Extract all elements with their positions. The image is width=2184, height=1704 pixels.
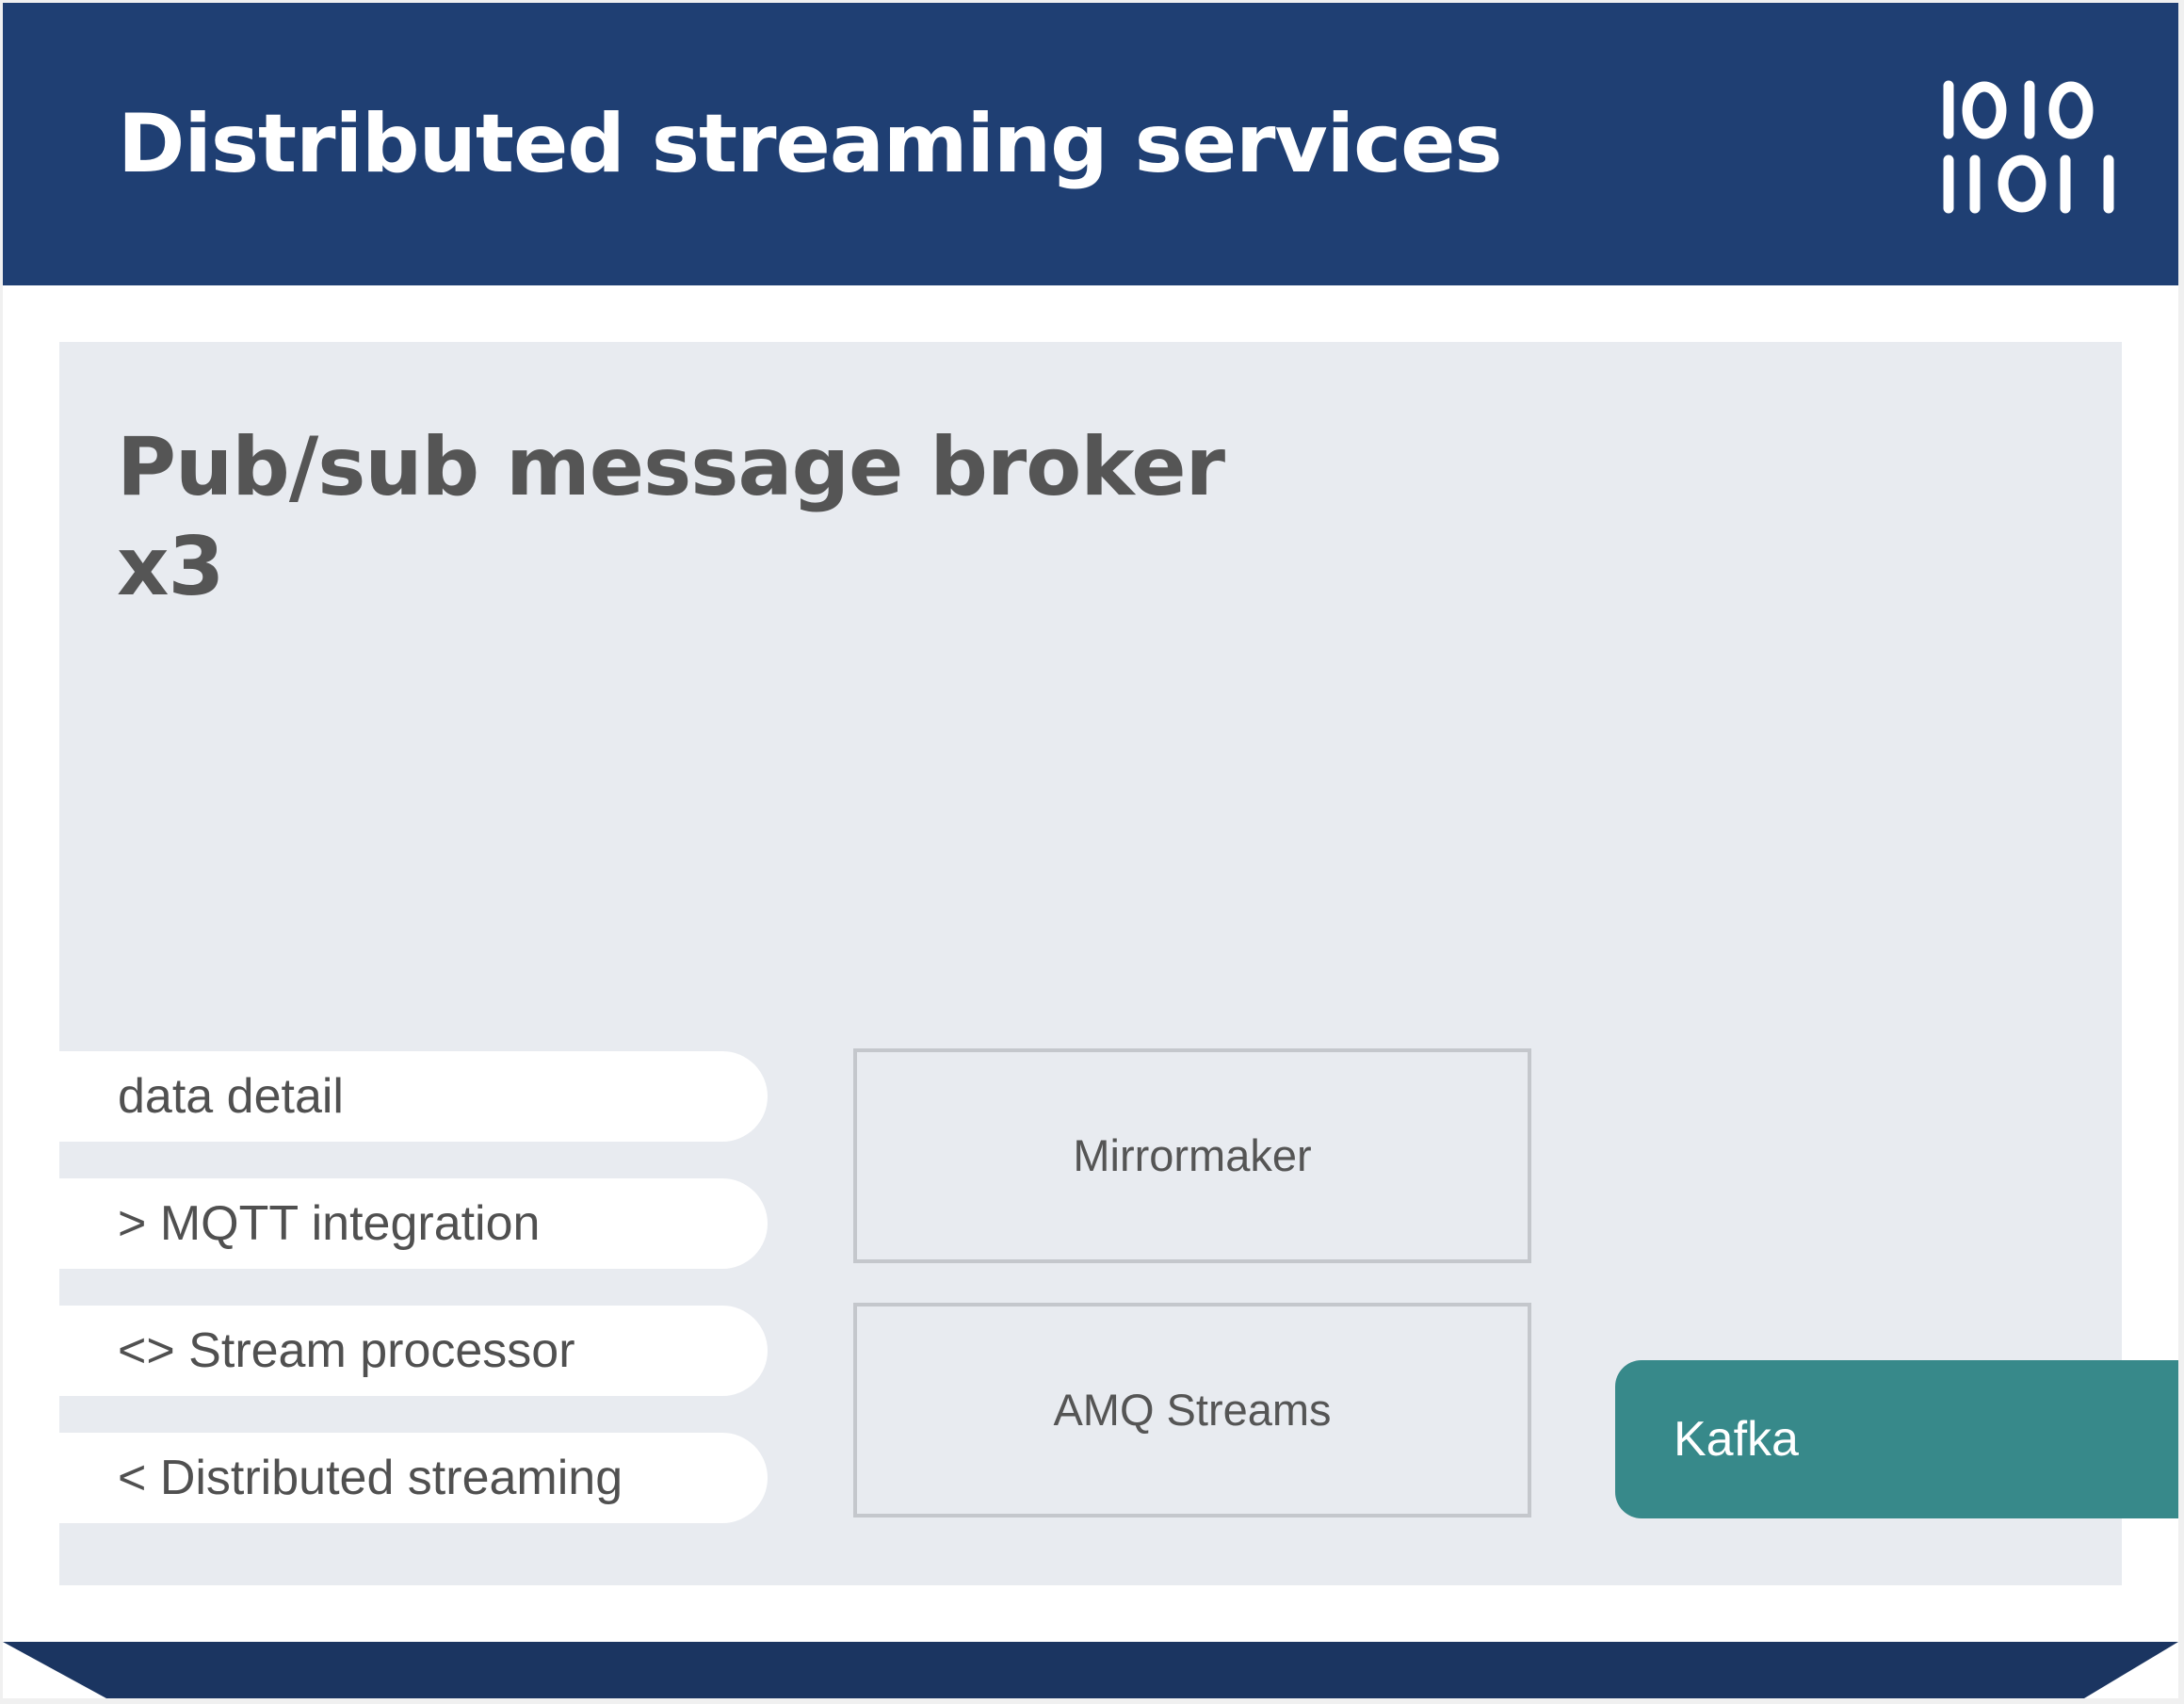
tag-label: > MQTT integration: [118, 1196, 541, 1251]
diagram-card: Distributed streaming services Pub/sub m…: [3, 3, 2178, 1698]
tag-label: < Distributed streaming: [118, 1451, 623, 1505]
tag-stream-processor: <> Stream processor: [59, 1306, 768, 1396]
tag-label: data detail: [118, 1069, 344, 1124]
amq-streams-box: AMQ Streams: [853, 1303, 1531, 1517]
tag-mqtt-integration: > MQTT integration: [59, 1178, 768, 1269]
amq-streams-label: AMQ Streams: [1053, 1385, 1332, 1435]
header-banner: Distributed streaming services: [3, 3, 2178, 285]
tag-label: <> Stream processor: [118, 1323, 575, 1378]
panel-title-line2: x3: [117, 520, 224, 614]
kafka-label: Kafka: [1674, 1412, 1799, 1467]
binary-icon: [1943, 80, 2114, 214]
kafka-tab: Kafka: [1615, 1360, 2178, 1518]
mirrormaker-label: Mirrormaker: [1073, 1130, 1312, 1180]
footer-band: [3, 1642, 2178, 1698]
header-title: Distributed streaming services: [118, 97, 1503, 191]
tag-distributed-streaming: < Distributed streaming: [59, 1433, 768, 1523]
panel-title-line1: Pub/sub message broker: [117, 420, 1225, 514]
panel-title: Pub/sub message broker x3: [117, 417, 1225, 617]
tag-data-detail: data detail: [59, 1051, 768, 1142]
mirrormaker-box: Mirrormaker: [853, 1048, 1531, 1263]
